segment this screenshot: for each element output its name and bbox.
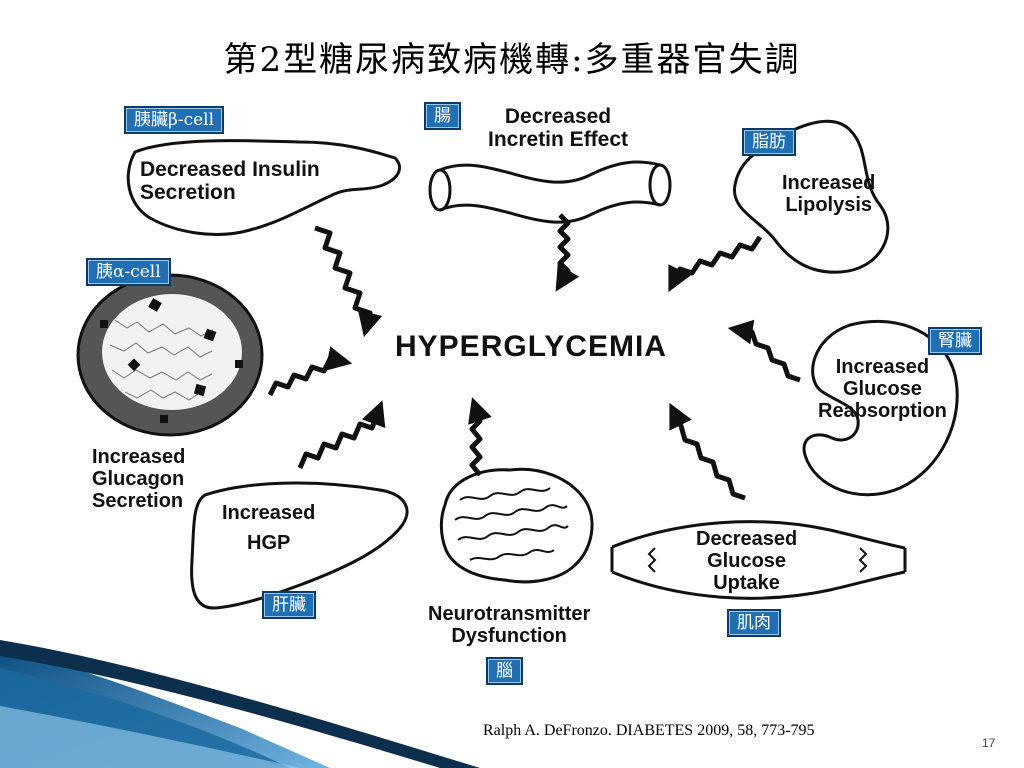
label-line: Incretin Effect bbox=[488, 128, 629, 152]
label-line: Increased bbox=[92, 446, 186, 468]
fat-shape bbox=[733, 119, 890, 274]
label-incretin-effect: Decreased Incretin Effect bbox=[488, 105, 628, 151]
label-glucagon-secretion: Increased Glucagon Secretion bbox=[92, 446, 185, 512]
label-lipolysis: Increased Lipolysis bbox=[782, 172, 875, 216]
label-line: Increased bbox=[782, 172, 876, 194]
arrows bbox=[267, 213, 801, 501]
label-line: HGP bbox=[247, 532, 291, 554]
label-line: Dysfunction bbox=[451, 625, 567, 647]
arrow-from-brain bbox=[468, 397, 492, 477]
muscle-shape bbox=[610, 520, 907, 600]
intestine-shape bbox=[428, 160, 672, 224]
kidney-shape bbox=[802, 319, 959, 497]
corner-decoration bbox=[0, 640, 480, 768]
hyperglycemia-label: HYPERGLYCEMIA bbox=[395, 330, 667, 363]
label-line: Reabsorption bbox=[818, 400, 947, 422]
arrow-from-kidney bbox=[727, 319, 801, 383]
liver-shape bbox=[190, 481, 409, 610]
tag-alpha-cell: 胰α-cell bbox=[86, 258, 171, 286]
tag-kidney: 腎臟 bbox=[928, 327, 982, 355]
label-insulin-secretion: Decreased Insulin Secretion bbox=[140, 158, 320, 204]
arrow-from-gut bbox=[555, 213, 580, 292]
tag-liver: 肝臟 bbox=[262, 591, 316, 619]
tag-beta-cell: 胰臟β-cell bbox=[124, 106, 225, 134]
page-number: 17 bbox=[982, 736, 996, 750]
label-line: Increased bbox=[222, 502, 316, 524]
pancreas-shape bbox=[126, 139, 401, 236]
label-line: Uptake bbox=[713, 572, 780, 594]
label-line: Glucagon bbox=[92, 468, 185, 490]
citation: Ralph A. DeFronzo. DIABETES 2009, 58, 77… bbox=[483, 722, 815, 739]
label-hgp: Increased HGP bbox=[222, 502, 315, 554]
label-line: Decreased bbox=[504, 105, 612, 128]
label-line: Decreased bbox=[696, 528, 798, 550]
tag-gut: 腸 bbox=[424, 102, 461, 130]
label-line: Secretion bbox=[92, 490, 184, 512]
label-line: Decreased Insulin bbox=[140, 158, 320, 181]
label-glucose-uptake: Decreased Glucose Uptake bbox=[696, 528, 797, 594]
tag-muscle: 肌肉 bbox=[727, 609, 781, 637]
label-line: Secretion bbox=[140, 181, 236, 205]
label-line: Increased bbox=[835, 356, 930, 378]
label-line: Glucose bbox=[707, 550, 787, 572]
islet-shape bbox=[76, 273, 264, 437]
arrow-from-islet bbox=[267, 346, 353, 397]
arrow-from-muscle bbox=[669, 402, 746, 501]
arrow-from-liver bbox=[297, 400, 386, 469]
tag-fat: 脂肪 bbox=[742, 128, 796, 156]
label-line: Neurotransmitter bbox=[428, 603, 591, 625]
label-line: Glucose bbox=[842, 378, 922, 400]
label-neurotransmitter-dysfunction: Neurotransmitter Dysfunction bbox=[428, 603, 590, 647]
brain-shape bbox=[439, 467, 594, 584]
arrow-from-fat bbox=[668, 235, 763, 293]
tag-brain: 腦 bbox=[486, 657, 523, 685]
label-line: Lipolysis bbox=[785, 194, 873, 216]
label-glucose-reabsorption: Increased Glucose Reabsorption bbox=[818, 356, 947, 422]
arrow-from-pancreas bbox=[314, 225, 383, 338]
slide-title: 第2型糖尿病致病機轉:多重器官失調 bbox=[223, 40, 801, 80]
